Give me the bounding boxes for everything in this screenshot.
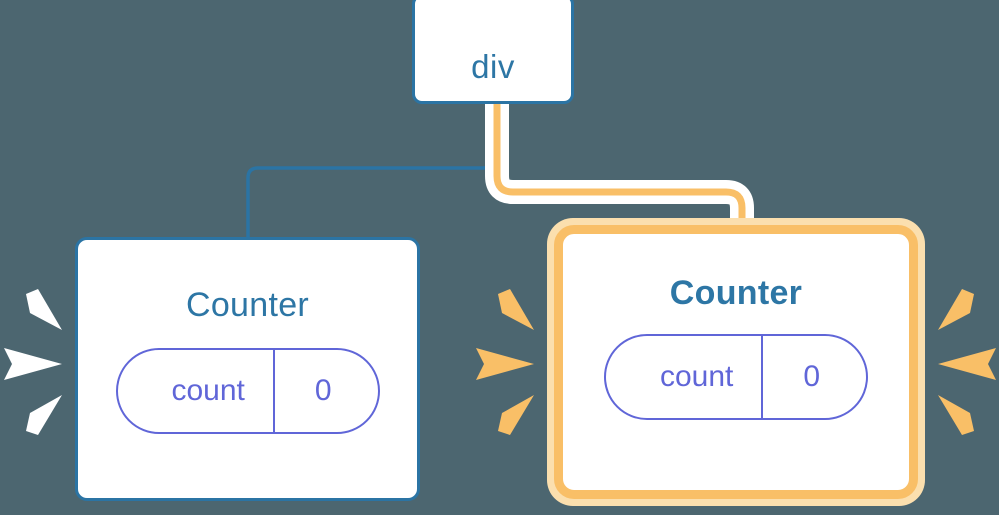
state-pill-left-key-cell: count (118, 350, 275, 432)
node-counter-right-label: Counter (669, 274, 803, 312)
sparkle-ray-middle (938, 348, 996, 380)
sparkle-ray-bottom (26, 395, 62, 435)
state-pill-left-value: 0 (314, 374, 332, 407)
state-pill-left-value-cell: 0 (275, 350, 372, 432)
node-div-label: div (471, 48, 515, 85)
sparkle-ray-top (498, 289, 534, 330)
sparkle-ray-top (26, 289, 62, 330)
state-pill-right[interactable]: count 0 (604, 334, 868, 420)
sparkle-ray-middle (476, 348, 534, 380)
state-pill-right-key: count (660, 360, 734, 393)
node-counter-right[interactable]: Counter count 0 (554, 225, 918, 499)
sparkle-ray-top (938, 289, 974, 330)
state-pill-right-value-cell: 0 (763, 336, 860, 418)
edge-div-to-counter-left (246, 101, 495, 242)
node-counter-right-highlight: Counter count 0 (547, 218, 925, 506)
sparkle-ray-bottom (938, 395, 974, 435)
state-pill-right-value: 0 (803, 360, 821, 393)
node-counter-left[interactable]: Counter count 0 (75, 237, 420, 501)
sparkle-left-of-counter-left (4, 282, 66, 442)
node-counter-left-label: Counter (185, 286, 310, 324)
sparkle-ray-middle (4, 348, 62, 380)
state-pill-left[interactable]: count 0 (115, 348, 380, 434)
sparkle-left-of-counter-right (476, 282, 538, 442)
sparkle-right-of-counter-right (934, 282, 996, 442)
state-pill-left-key: count (171, 374, 245, 407)
state-pill-right-key-cell: count (606, 336, 764, 418)
node-div[interactable]: div (412, 0, 574, 104)
sparkle-ray-bottom (498, 395, 534, 435)
